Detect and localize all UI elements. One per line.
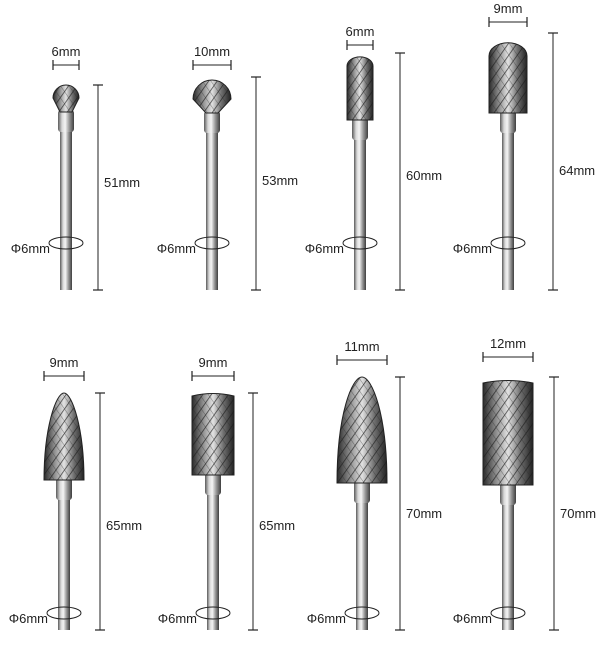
head-width-label: 9mm: [494, 1, 523, 16]
length-label: 64mm: [559, 163, 595, 178]
bit-shank: [356, 483, 368, 630]
length-label: 65mm: [259, 518, 295, 533]
length-label: 65mm: [106, 518, 142, 533]
bit-collar: [56, 478, 72, 500]
shank-diameter-ring: [344, 606, 380, 620]
length-label: 53mm: [262, 173, 298, 188]
bit-shank: [206, 113, 218, 290]
bit-collar: [500, 483, 516, 505]
bit-collar: [58, 110, 74, 132]
bit-shank: [502, 485, 514, 630]
bit-shank: [58, 480, 70, 630]
shank-diameter-label: Φ6mm: [11, 241, 50, 256]
head-width-label: 12mm: [490, 336, 526, 351]
shank-diameter-ring: [490, 606, 526, 620]
shank-diameter-label: Φ6mm: [453, 611, 492, 626]
length-label: 51mm: [104, 175, 140, 190]
shank-diameter-ring: [195, 606, 231, 620]
shank-diameter-label: Φ6mm: [307, 611, 346, 626]
shank-diameter-ring: [490, 236, 526, 250]
head-width-label: 10mm: [194, 44, 230, 59]
bit-collar: [204, 111, 220, 133]
bit-collar: [500, 111, 516, 133]
shank-diameter-label: Φ6mm: [305, 241, 344, 256]
bit-collar: [354, 481, 370, 503]
head-width-label: 6mm: [52, 44, 81, 59]
bit-collar: [352, 118, 368, 140]
shank-diameter-ring: [46, 606, 82, 620]
length-label: 70mm: [406, 506, 442, 521]
head-width-label: 11mm: [344, 339, 379, 354]
shank-diameter-ring: [342, 236, 378, 250]
head-width-label: 9mm: [50, 355, 79, 370]
head-width-label: 9mm: [199, 355, 228, 370]
bit-shank: [207, 475, 219, 630]
bit-shank: [354, 120, 366, 290]
shank-diameter-label: Φ6mm: [158, 611, 197, 626]
head-width-label: 6mm: [346, 24, 375, 39]
length-label: 60mm: [406, 168, 442, 183]
shank-diameter-label: Φ6mm: [157, 241, 196, 256]
shank-diameter-label: Φ6mm: [9, 611, 48, 626]
bit-shank: [502, 113, 514, 290]
shank-diameter-label: Φ6mm: [453, 241, 492, 256]
bit-shank: [60, 112, 72, 290]
length-label: 70mm: [560, 506, 596, 521]
bit-collar: [205, 473, 221, 495]
shank-diameter-ring: [194, 236, 230, 250]
shank-diameter-ring: [48, 236, 84, 250]
